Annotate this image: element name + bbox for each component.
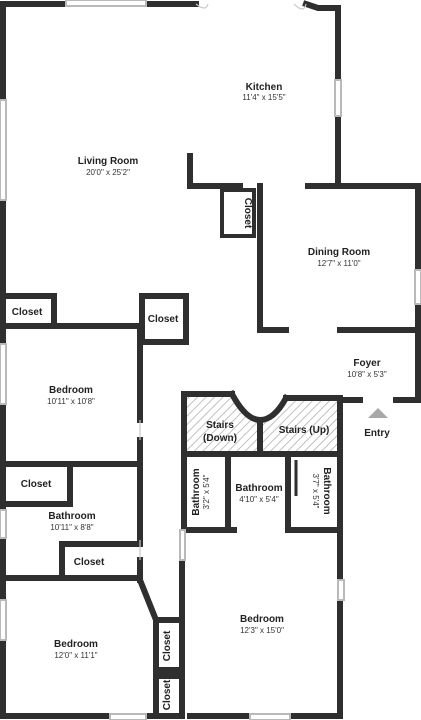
closet-lower-label: Closet xyxy=(74,557,105,568)
stairs-up-label: Stairs (Up) xyxy=(279,425,330,436)
living-room-dims: 20'0" x 25'2" xyxy=(86,168,130,177)
bathroom-left-dims: 10'11" x 8'8" xyxy=(50,523,93,532)
bedroom-1-label: Bedroom xyxy=(49,385,93,396)
dining-room-dims: 12'7" x 11'0" xyxy=(317,259,360,268)
bathroom-center-dims: 4'10" x 5'4" xyxy=(239,495,279,504)
closet-vertical-label: Closet xyxy=(242,198,253,229)
window-kitchen xyxy=(334,79,342,117)
bedroom-1-dims: 10'11" x 10'8" xyxy=(47,397,95,406)
foyer-label: Foyer xyxy=(353,358,380,369)
window-bedroom-2-left xyxy=(179,529,186,561)
bedroom-2-label: Bedroom xyxy=(240,614,284,625)
stairs-down-label: Stairs xyxy=(206,420,234,431)
bedroom-3-label: Bedroom xyxy=(54,639,98,650)
window-top-left xyxy=(65,0,147,7)
bathroom-left-label: Bathroom xyxy=(48,511,95,522)
kitchen-label: Kitchen xyxy=(246,82,283,93)
window-dining xyxy=(414,269,421,305)
window-left-upper xyxy=(0,99,7,201)
window-bedroom-2 xyxy=(337,579,345,601)
bathroom-center-label: Bathroom xyxy=(235,483,282,494)
entry-arrow-icon xyxy=(368,408,388,418)
foyer-dims: 10'8" x 5'3" xyxy=(347,370,387,379)
bedroom-3-dims: 12'0" x 11'1" xyxy=(54,651,97,660)
living-room-label: Living Room xyxy=(78,156,139,167)
window-bedroom-1 xyxy=(0,343,7,405)
closet-bottom-2-label: Closet xyxy=(162,679,173,710)
bathroom-small-left-label: Bathroom xyxy=(191,468,202,515)
bathroom-small-right-dims: 3'7" x 5'4" xyxy=(311,474,320,509)
window-bedroom-3 xyxy=(0,599,7,641)
window-bottom-left xyxy=(109,713,147,720)
closet-mid-label: Closet xyxy=(148,314,179,325)
bathroom-small-right-label: Bathroom xyxy=(321,467,332,514)
entry-label: Entry xyxy=(364,428,390,439)
door-swings xyxy=(139,3,307,560)
closet-left-label: Closet xyxy=(12,307,43,318)
window-bottom-right xyxy=(249,713,291,720)
closet-bottom-1-label: Closet xyxy=(162,630,173,661)
dining-room-label: Dining Room xyxy=(308,247,370,258)
bedroom-2-dims: 12'3" x 15'0" xyxy=(240,626,284,635)
room-labels: Kitchen 11'4" x 15'5" Living Room 20'0" … xyxy=(12,82,391,710)
closet-small-label: Closet xyxy=(21,479,52,490)
kitchen-dims: 11'4" x 15'5" xyxy=(242,93,285,102)
bathroom-small-left-dims: 3'2" x 5'4" xyxy=(202,474,211,509)
stairs-down-sub: (Down) xyxy=(203,433,237,444)
window-bathroom xyxy=(0,509,7,539)
